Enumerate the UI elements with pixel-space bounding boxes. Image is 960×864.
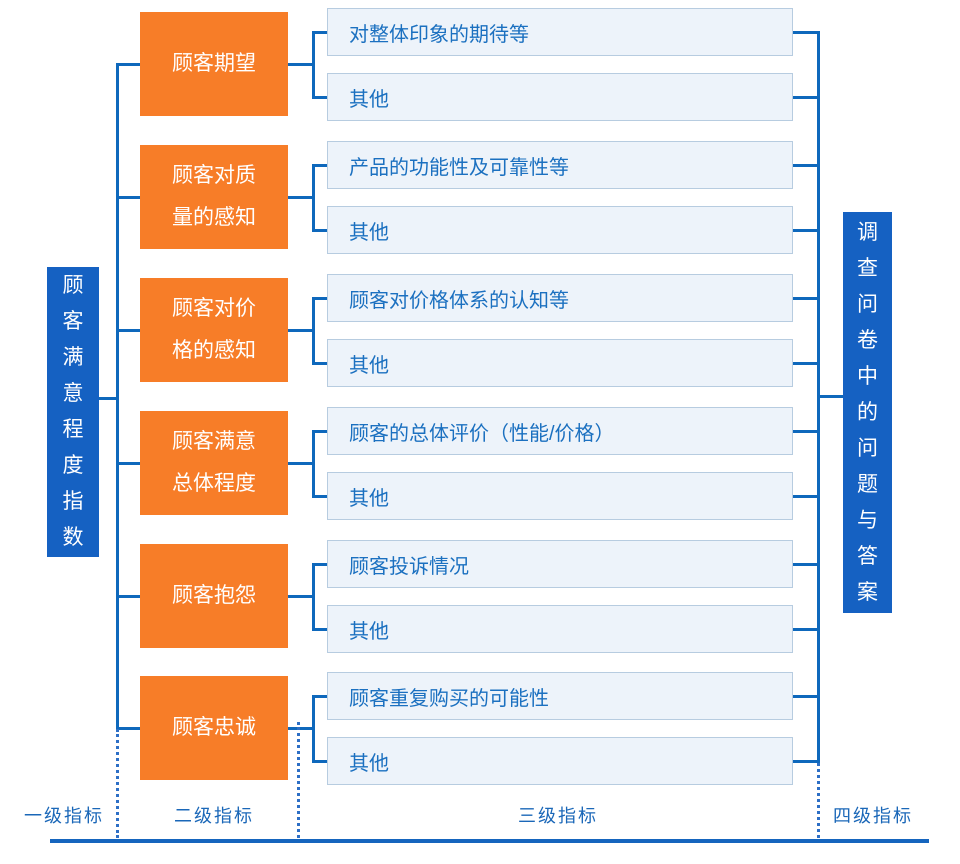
level2-node: 顾客忠诚 — [140, 676, 288, 780]
connector-line — [312, 163, 329, 167]
axis-label-level1: 一级指标 — [24, 806, 104, 826]
connector-line — [791, 494, 820, 498]
connector-line — [286, 195, 314, 199]
level2-node-label: 顾客满意 — [172, 430, 256, 453]
connector-line — [312, 694, 329, 698]
level3-node-label: 其他 — [349, 752, 389, 775]
connector-line — [312, 694, 315, 763]
level3-node-label: 顾客的总体评价（性能/价格） — [349, 422, 615, 445]
axis-label-level2: 二级指标 — [174, 806, 254, 826]
level2-node-label: 顾客抱怨 — [172, 584, 256, 607]
level1-root-node: 顾客满意程度指数 — [47, 267, 99, 557]
axis-label-level3: 三级指标 — [518, 806, 598, 826]
level4-terminal-node: 调查问卷中的问题与答案 — [843, 212, 892, 613]
level2-node: 顾客对价 格的感知 — [140, 278, 288, 382]
root-stub-line — [99, 396, 118, 400]
level3-node-other: 其他 — [327, 605, 793, 653]
level3-node-label: 对整体印象的期待等 — [349, 23, 529, 46]
level2-node-label: 总体程度 — [172, 472, 256, 495]
level2-node-label: 顾客对质 — [172, 164, 256, 187]
connector-line — [312, 361, 329, 365]
terminal-stub-line — [818, 395, 843, 398]
level2-node: 顾客满意 总体程度 — [140, 411, 288, 515]
level2-node-label: 顾客期望 — [172, 52, 256, 75]
level2-node: 顾客抱怨 — [140, 544, 288, 648]
level3-node-label: 顾客对价格体系的认知等 — [349, 289, 569, 312]
axis-label-level4: 四级指标 — [833, 806, 913, 826]
connector-line — [791, 759, 820, 763]
connector-line — [312, 494, 329, 498]
level3-node-other: 其他 — [327, 73, 793, 121]
connector-line — [116, 62, 142, 66]
level3-node: 顾客对价格体系的认知等 — [327, 274, 793, 322]
connector-line — [791, 361, 820, 365]
connector-line — [312, 562, 329, 566]
level3-node-label: 顾客投诉情况 — [349, 555, 469, 578]
connector-line — [286, 461, 314, 465]
connector-line — [286, 594, 314, 598]
connector-line — [791, 429, 820, 433]
level2-node-label: 量的感知 — [172, 206, 256, 229]
connector-line — [791, 228, 820, 232]
connector-line — [312, 296, 329, 300]
connector-line — [116, 726, 142, 730]
level3-node-other: 其他 — [327, 472, 793, 520]
connector-line — [116, 195, 142, 199]
connector-line — [312, 30, 329, 34]
connector-line — [286, 726, 314, 730]
connector-line — [312, 228, 329, 232]
level3-node: 顾客重复购买的可能性 — [327, 672, 793, 720]
level3-node-label: 产品的功能性及可靠性等 — [349, 156, 569, 179]
connector-line — [312, 296, 315, 365]
connector-line — [286, 62, 314, 66]
connector-line — [791, 694, 820, 698]
level3-node: 顾客投诉情况 — [327, 540, 793, 588]
axis-baseline-bar — [50, 839, 929, 843]
connector-line — [312, 759, 329, 763]
level3-node-label: 其他 — [349, 354, 389, 377]
connector-line — [116, 328, 142, 332]
level2-node-label: 格的感知 — [172, 339, 256, 362]
level3-node-label: 其他 — [349, 487, 389, 510]
connector-line — [312, 95, 329, 99]
left-trunk-line — [116, 62, 119, 730]
connector-line — [791, 562, 820, 566]
connector-line — [116, 594, 142, 598]
connector-line — [312, 429, 315, 498]
connector-line — [312, 429, 329, 433]
level3-node-label: 其他 — [349, 221, 389, 244]
connector-line — [791, 163, 820, 167]
connector-line — [116, 461, 142, 465]
connector-line — [791, 95, 820, 99]
level3-node-label: 其他 — [349, 620, 389, 643]
level3-node-other: 其他 — [327, 339, 793, 387]
level3-node: 对整体印象的期待等 — [327, 8, 793, 56]
level3-node-other: 其他 — [327, 206, 793, 254]
level3-node: 产品的功能性及可靠性等 — [327, 141, 793, 189]
connector-line — [791, 30, 820, 34]
level3-node-label: 顾客重复购买的可能性 — [349, 687, 549, 710]
connector-line — [791, 296, 820, 300]
level-separator-dotted — [816, 763, 820, 838]
connector-line — [286, 328, 314, 332]
level2-node-label: 顾客对价 — [172, 297, 256, 320]
level2-node: 顾客期望 — [140, 12, 288, 116]
level3-node: 顾客的总体评价（性能/价格） — [327, 407, 793, 455]
level2-node-label: 顾客忠诚 — [172, 716, 256, 739]
connector-line — [312, 163, 315, 232]
connector-line — [791, 627, 820, 631]
level-separator-dotted — [296, 722, 300, 838]
level2-node: 顾客对质 量的感知 — [140, 145, 288, 249]
level3-node-label: 其他 — [349, 88, 389, 111]
connector-line — [312, 562, 315, 631]
connector-line — [312, 30, 315, 99]
connector-line — [312, 627, 329, 631]
level3-node-other: 其他 — [327, 737, 793, 785]
level-separator-dotted — [116, 729, 119, 838]
